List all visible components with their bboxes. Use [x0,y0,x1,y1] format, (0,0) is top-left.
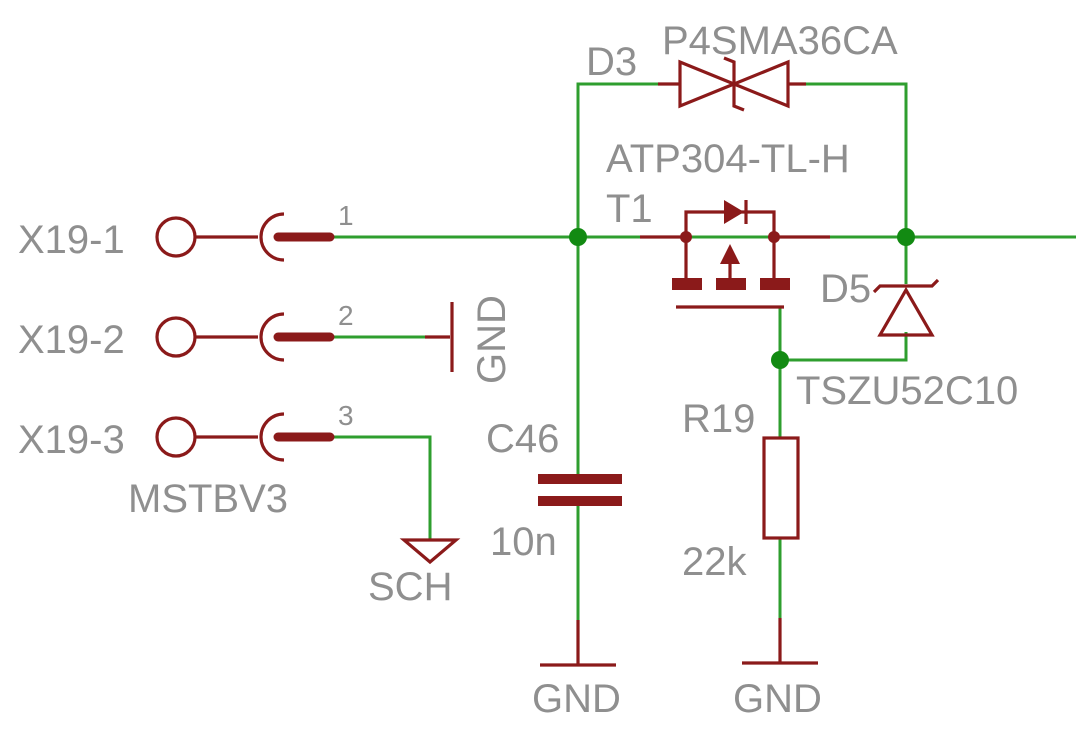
t1-arrow-icon [720,244,740,264]
resistor-r19[interactable]: R19 22k [682,397,800,584]
connector-x19: X19-1 X19-2 X19-3 1 2 3 MSTBV3 [18,200,354,521]
r19-body-icon [762,436,800,540]
terminal-2-icon[interactable] [155,316,197,358]
connector-value: MSTBV3 [128,477,288,521]
junction-dot [897,228,915,246]
sch-label: SCH [368,565,452,609]
c46-plate-bottom-icon [538,496,622,506]
connector-pin-2-name: X19-2 [18,318,125,362]
sch-symbol: SCH [368,538,461,609]
capacitor-c46[interactable]: C46 10n [486,417,622,564]
gnd-r19-label: GND [733,677,822,721]
contact-1-icon [259,212,285,262]
gnd-pin2-label: GND [470,295,514,384]
d5-value: TSZU52C10 [796,369,1018,413]
c46-value: 10n [490,520,557,564]
sch-triangle-icon [399,538,461,565]
junctions [569,228,915,369]
t1-ref: T1 [606,187,653,231]
junction-dot [569,228,587,246]
gnd-symbol-pin2: GND [425,295,514,384]
d3-value: P4SMA36CA [662,19,898,63]
connector-pin-3-number: 3 [338,400,354,431]
terminal-3-icon[interactable] [155,416,197,458]
junction-dot [771,351,789,369]
t1-value: ATP304-TL-H [606,137,850,181]
d5-triangle-icon [877,286,935,337]
c46-ref: C46 [486,417,559,461]
wires [330,82,1076,665]
connector-pin-3-name: X19-3 [18,418,125,462]
diode-d5[interactable]: D5 TSZU52C10 [796,267,1018,413]
r19-value: 22k [682,540,747,584]
wire-d3-loop [576,82,680,237]
d3-ref: D3 [586,40,637,84]
gnd-symbol-c46: GND [532,620,621,721]
contact-2-icon [259,312,285,362]
wire-d5-anode [780,332,908,362]
diode-d3[interactable]: D3 P4SMA36CA [586,19,898,112]
connector-pin-2-number: 2 [338,300,354,331]
r19-ref: R19 [682,397,755,441]
gnd-c46-label: GND [532,677,621,721]
connector-pin-1-number: 1 [338,200,354,231]
gnd-symbol-r19: GND [733,618,822,721]
t1-body-diode-icon [724,200,744,224]
d5-ref: D5 [820,267,871,311]
wire-sch-pin3 [330,435,432,540]
connector-pin-1-name: X19-1 [18,218,125,262]
terminal-1-icon[interactable] [155,216,197,258]
transistor-t1[interactable]: ATP304-TL-H T1 [606,137,850,309]
c46-plate-top-icon [538,474,622,484]
wire-d3-right [792,82,908,237]
d3-left-triangle-icon [678,59,739,109]
d3-right-triangle-icon [729,59,790,109]
contact-3-icon [259,412,285,462]
